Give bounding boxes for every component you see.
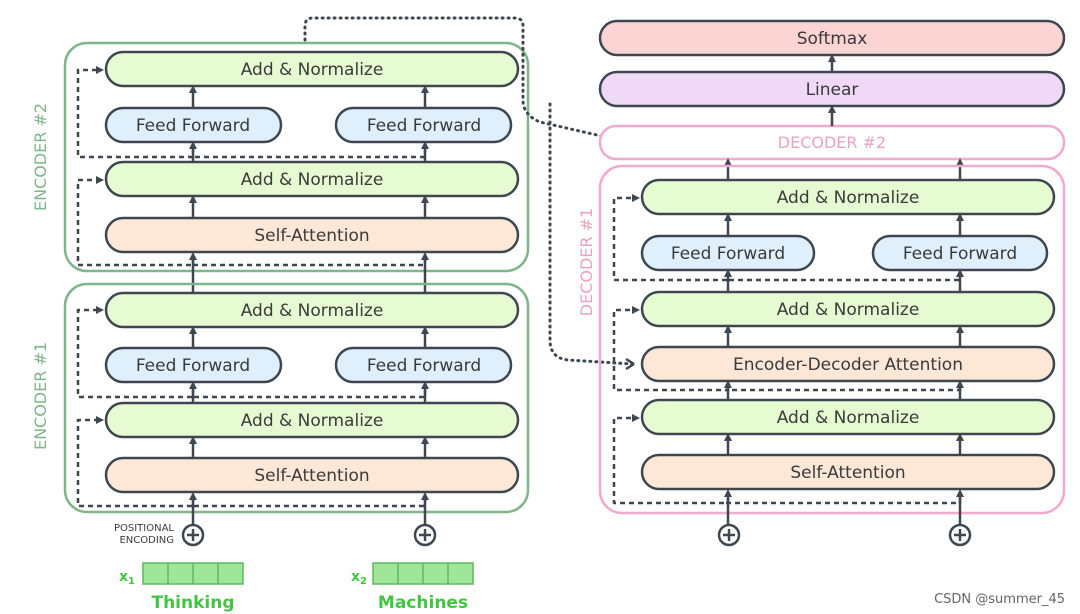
dec1-residual-3-right: [725, 272, 962, 282]
linear-label: Linear: [806, 80, 859, 100]
encoder-to-decoder1-dotted-link: [548, 102, 634, 366]
positional-encoding-label-2: ENCODING: [119, 535, 174, 546]
x2-symbol: x2: [351, 569, 367, 587]
x1-embedding-vector: [142, 562, 244, 585]
decoder-2-label: DECODER #2: [778, 133, 886, 152]
input-word-thinking: Thinking: [151, 593, 234, 613]
encoder-1-label: ENCODER #1: [31, 342, 50, 450]
dec1-encoder-decoder-attention: [640, 345, 1056, 383]
enc2-add-normalize-top: [104, 50, 520, 88]
enc1-residual-lower-right: [190, 498, 427, 508]
encoder-to-decoder2-dotted-link: [303, 16, 634, 145]
dec1-add-normalize-bottom-label: Add & Normalize: [777, 408, 920, 428]
enc2-residual-upper: [76, 66, 195, 159]
encoder-1-frame: [63, 282, 530, 514]
input-word-machines: Machines: [378, 593, 468, 613]
decoder-add-icon-left: [717, 523, 741, 547]
dec1-add-normalize-mid-label: Add & Normalize: [777, 300, 920, 320]
enc1-self-attention-label: Self-Attention: [254, 466, 369, 486]
x2-embedding-vector: [372, 562, 474, 585]
enc1-add-normalize-top: [104, 291, 520, 329]
encoder-1: ENCODER #1 Add & Normalize Feed Forward …: [31, 282, 530, 514]
enc2-residual-upper-right: [190, 148, 427, 159]
enc1-residual-upper-right: [190, 389, 427, 399]
enc2-residual-lower-right: [190, 258, 427, 267]
enc1-residual-upper: [76, 306, 195, 399]
enc2-add-normalize-bottom-label: Add & Normalize: [241, 170, 384, 190]
enc1-feed-forward-left-label: Feed Forward: [136, 356, 250, 376]
enc1-add-normalize-bottom: [104, 401, 520, 439]
enc1-residual-lower: [76, 416, 195, 508]
decoder-1-frame: [598, 164, 1066, 515]
decoder-top: Softmax Linear DECODER #2: [598, 19, 1066, 180]
dec1-self-attention: [640, 453, 1056, 491]
enc1-feed-forward-right-label: Feed Forward: [367, 356, 481, 376]
enc2-feed-forward-left-label: Feed Forward: [136, 116, 250, 136]
dec1-add-normalize-top-label: Add & Normalize: [777, 188, 920, 208]
decoder-1-label: DECODER #1: [577, 208, 596, 316]
dec1-feed-forward-left-label: Feed Forward: [671, 244, 785, 264]
encoder-2-frame: [63, 41, 530, 273]
encoder-2-label: ENCODER #2: [31, 103, 50, 211]
dec1-self-attention-label: Self-Attention: [790, 463, 905, 483]
positional-add-icon-left: [181, 523, 205, 547]
dec1-add-normalize-mid: [640, 290, 1056, 328]
enc1-self-attention: [104, 456, 520, 494]
dec1-encoder-decoder-attention-label: Encoder-Decoder Attention: [733, 355, 963, 375]
positional-add-icon-right: [413, 523, 437, 547]
positional-encoding-label: POSITIONAL: [114, 523, 174, 534]
x1-symbol: x1: [119, 569, 135, 587]
enc2-self-attention-label: Self-Attention: [254, 226, 369, 246]
dec1-add-normalize-bottom: [640, 398, 1056, 436]
encoder-to-decoder1-arrowhead: [625, 357, 635, 371]
decoder-inputs: [717, 489, 972, 547]
dec1-residual-3: [612, 194, 730, 282]
enc2-feed-forward-right-label: Feed Forward: [367, 116, 481, 136]
encoder-inputs: POSITIONAL ENCODING x1 Thinking x2 Machi…: [114, 492, 474, 613]
watermark: CSDN @summer_45: [934, 592, 1065, 607]
enc1-add-normalize-top-label: Add & Normalize: [241, 301, 384, 321]
enc1-add-normalize-bottom-label: Add & Normalize: [241, 411, 384, 431]
dec1-residual-1-right: [725, 498, 962, 505]
encoder-2: ENCODER #2 Add & Normalize Feed Forward …: [31, 41, 530, 273]
softmax-label: Softmax: [797, 29, 868, 49]
enc2-add-normalize-bottom: [104, 160, 520, 198]
decoder-1: DECODER #1 Add & Normalize Feed Forward …: [577, 164, 1066, 515]
dec1-feed-forward-right-label: Feed Forward: [903, 244, 1017, 264]
enc2-self-attention: [104, 216, 520, 254]
decoder-add-icon-right: [948, 523, 972, 547]
dec1-residual-2-right: [725, 388, 962, 392]
enc2-add-normalize-top-label: Add & Normalize: [241, 60, 384, 80]
dec1-add-normalize-top: [640, 178, 1056, 216]
